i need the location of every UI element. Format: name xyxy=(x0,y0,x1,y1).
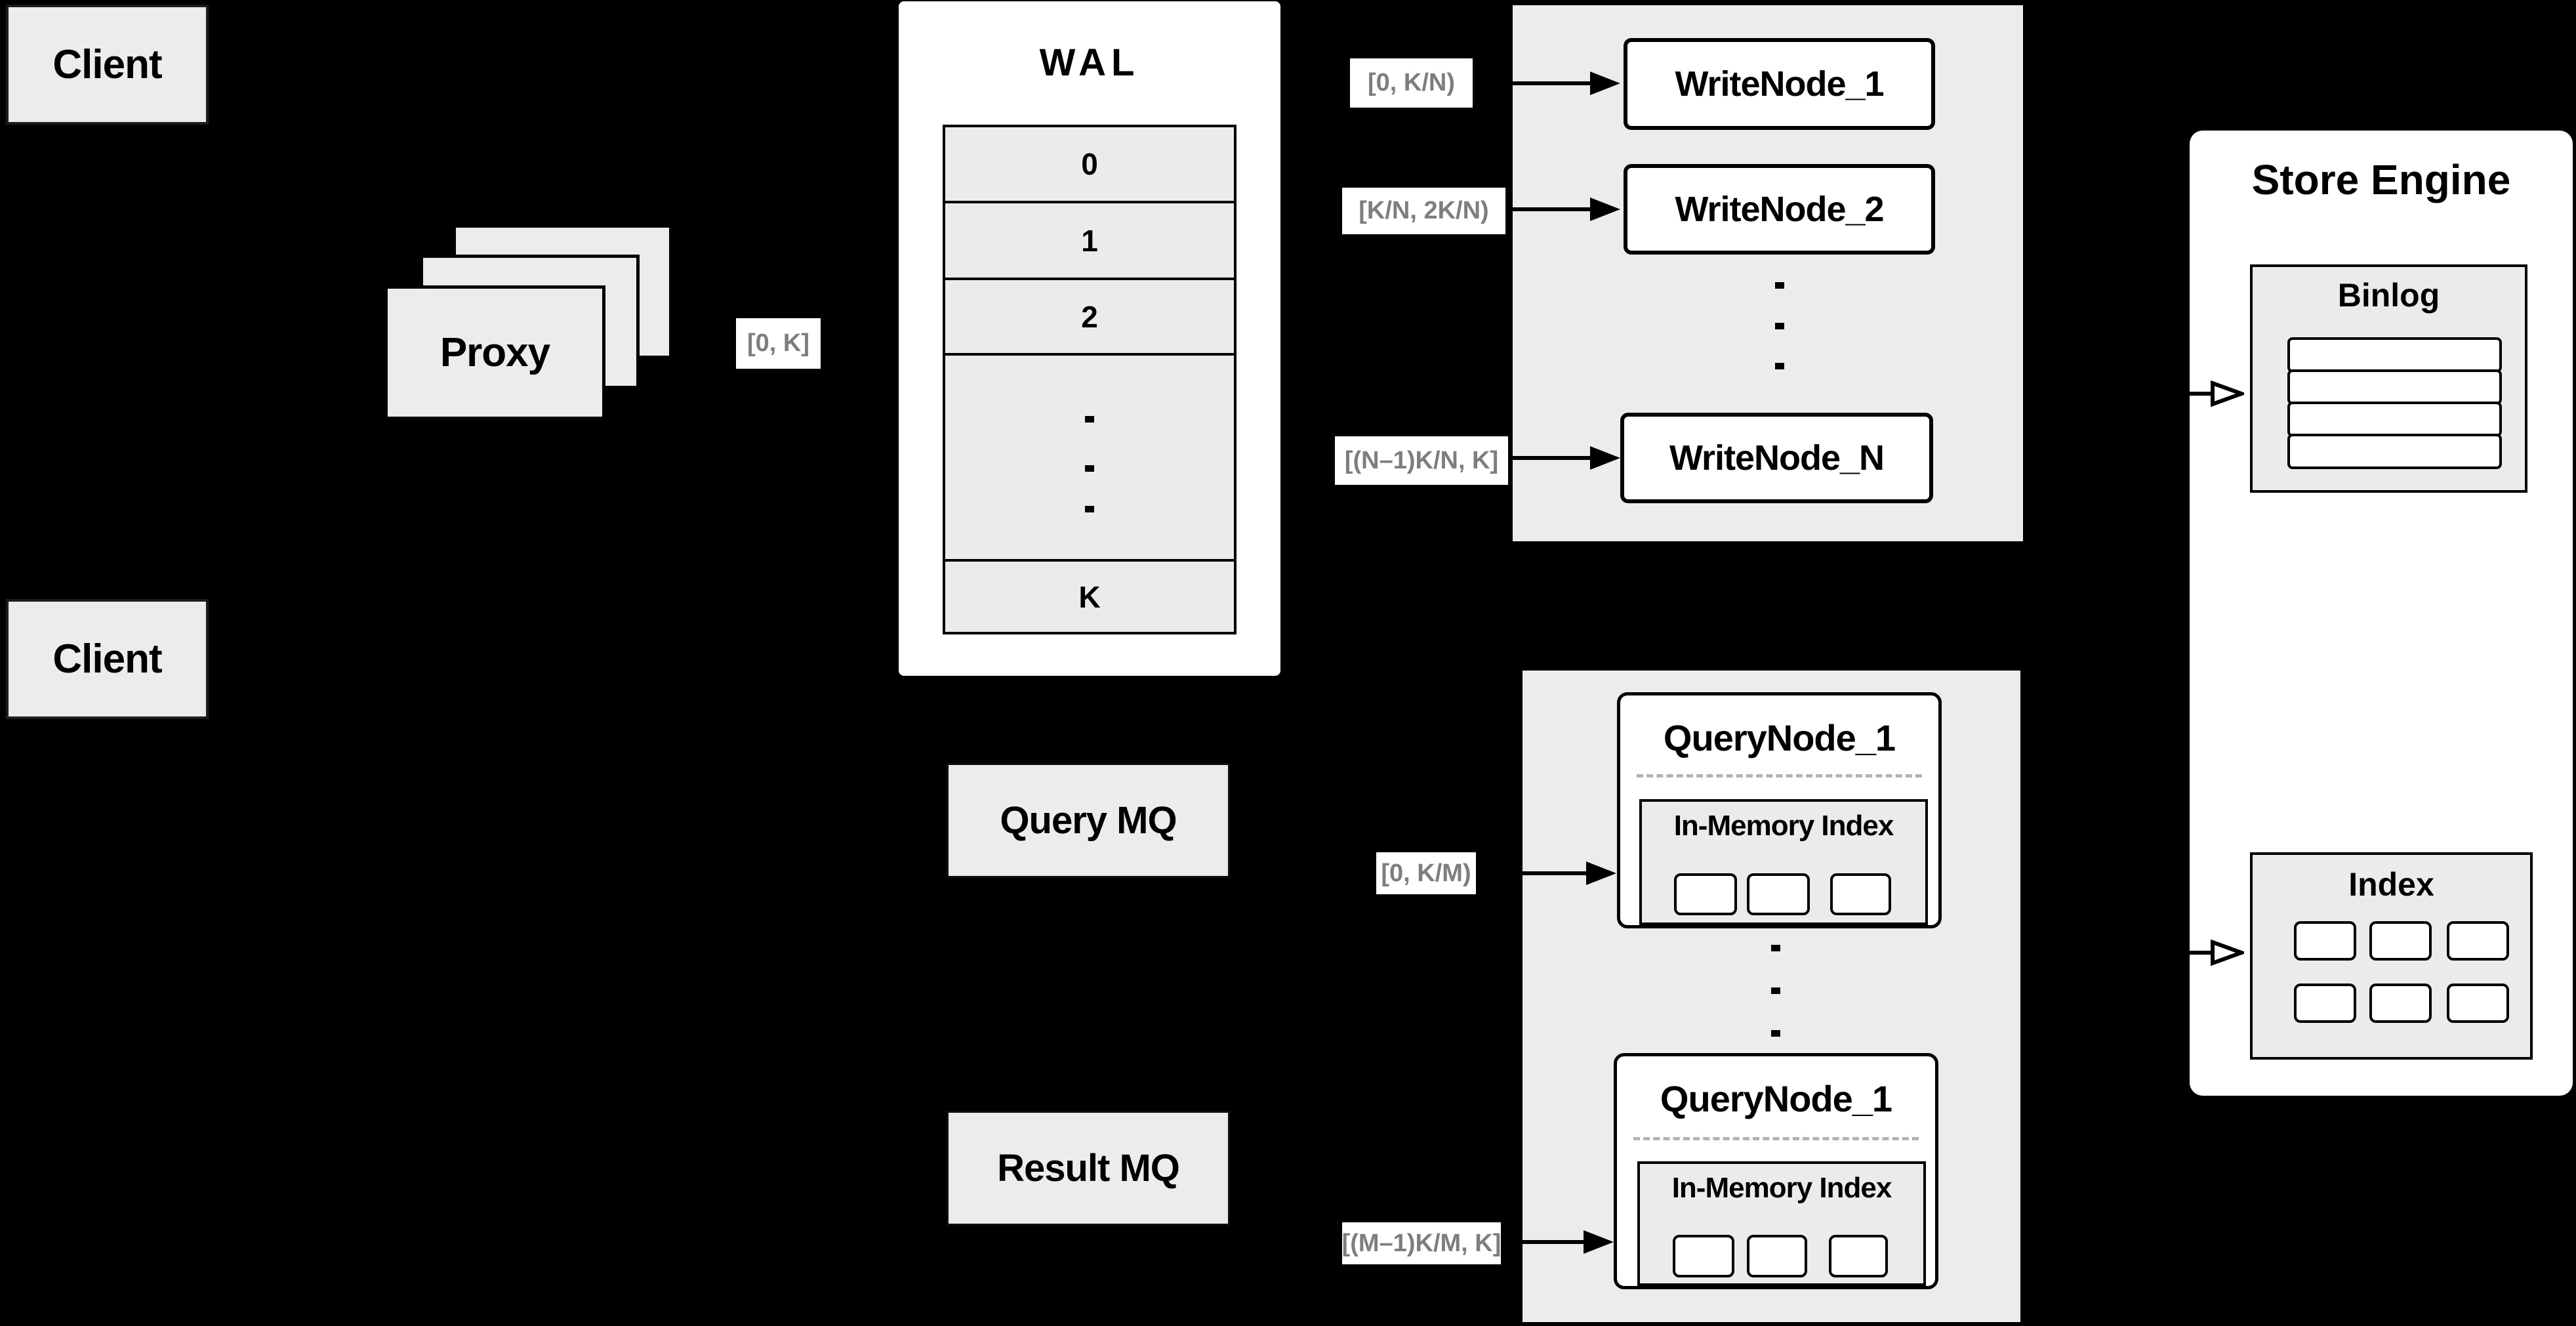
binlog-box: Binlog xyxy=(2250,264,2527,493)
index-cell xyxy=(2294,921,2356,961)
range-label-query-node-m-text: [(M–1)K/M, K] xyxy=(1341,1229,1502,1257)
proxy-label: Proxy xyxy=(440,330,550,375)
range-label-write-node-2-text: [K/N, 2K/N) xyxy=(1359,197,1489,224)
query-node-ellipsis-dot xyxy=(1771,945,1780,951)
client-bottom-box: Client xyxy=(6,599,209,719)
query-node-top-title: QueryNode_1 xyxy=(1663,717,1896,758)
range-label-write-node-2: [K/N, 2K/N) xyxy=(1342,188,1505,234)
query-node-bottom-divider xyxy=(1633,1137,1919,1140)
wal-row-1: 1 xyxy=(945,201,1234,278)
memory-segment-cell xyxy=(1829,1235,1888,1277)
query-mq-box: Query MQ xyxy=(947,763,1230,878)
write-node-2-box: WriteNode_2 xyxy=(1624,164,1935,255)
wal-row-2-label: 2 xyxy=(1081,299,1098,334)
result-mq-label: Result MQ xyxy=(997,1147,1180,1190)
range-label-proxy-out-text: [0, K] xyxy=(747,329,809,357)
client-top-label: Client xyxy=(52,42,162,87)
range-label-write-node-1-text: [0, K/N) xyxy=(1368,69,1455,96)
range-label-query-node-1: [0, K/M) xyxy=(1376,852,1476,894)
wal-row-0: 0 xyxy=(945,127,1234,201)
write-node-n-label: WriteNode_N xyxy=(1669,438,1885,478)
memory-segment-cell xyxy=(1674,873,1737,915)
client-bottom-label: Client xyxy=(52,636,162,682)
binlog-row xyxy=(2287,337,2502,373)
wal-row-k-label: K xyxy=(1078,579,1101,614)
index-cell xyxy=(2447,984,2509,1023)
store-engine-title: Store Engine xyxy=(2251,156,2511,203)
wal-row-1-label: 1 xyxy=(1081,223,1098,258)
wal-row-ellipsis xyxy=(945,353,1234,559)
wal-segment-table: 0 1 2 K xyxy=(943,125,1237,634)
arrow-to-write-node-n xyxy=(1508,446,1620,470)
write-node-2-label: WriteNode_2 xyxy=(1675,190,1884,229)
write-node-ellipsis-dot xyxy=(1775,363,1784,369)
query-node-bottom-title: QueryNode_1 xyxy=(1660,1078,1892,1119)
wal-title: WAL xyxy=(1039,41,1140,84)
index-cell xyxy=(2369,921,2432,961)
query-node-top-inmemory-box: In-Memory Index xyxy=(1639,799,1928,925)
query-node-bottom-box: QueryNode_1 In-Memory Index xyxy=(1614,1053,1938,1289)
wal-ellipsis-dot xyxy=(1085,416,1094,423)
range-label-proxy-out: [0, K] xyxy=(736,318,821,369)
index-cell xyxy=(2369,984,2432,1023)
wal-ellipsis-dot xyxy=(1085,465,1094,472)
query-node-top-box: QueryNode_1 In-Memory Index xyxy=(1617,692,1942,928)
query-node-top-inmemory-title: In-Memory Index xyxy=(1673,810,1894,842)
memory-segment-cell xyxy=(1747,1235,1807,1277)
proxy-box: Proxy xyxy=(384,285,605,420)
write-node-n-box: WriteNode_N xyxy=(1620,413,1933,503)
query-node-bottom-inmemory-title: In-Memory Index xyxy=(1671,1172,1892,1204)
query-mq-label: Query MQ xyxy=(1000,799,1177,842)
query-node-ellipsis-dot xyxy=(1771,987,1780,994)
range-label-write-node-n-text: [(N–1)K/N, K] xyxy=(1344,446,1499,474)
index-cell xyxy=(2294,984,2356,1023)
arrow-to-write-node-1 xyxy=(1476,72,1620,95)
write-node-ellipsis-dot xyxy=(1775,323,1784,329)
arrow-to-index xyxy=(2135,940,2244,966)
write-node-ellipsis-dot xyxy=(1775,282,1784,289)
memory-segment-cell xyxy=(1673,1235,1734,1277)
result-mq-box: Result MQ xyxy=(947,1111,1230,1226)
wal-row-k: K xyxy=(945,559,1234,632)
binlog-title: Binlog xyxy=(2337,277,2440,314)
write-node-1-label: WriteNode_1 xyxy=(1675,64,1884,104)
binlog-row xyxy=(2287,369,2502,405)
binlog-row xyxy=(2287,402,2502,437)
index-title: Index xyxy=(2348,866,2434,903)
wal-row-0-label: 0 xyxy=(1081,147,1098,181)
range-label-write-node-n: [(N–1)K/N, K] xyxy=(1335,436,1508,485)
range-label-write-node-1: [0, K/N) xyxy=(1350,58,1473,108)
binlog-row xyxy=(2287,434,2502,469)
arrow-to-binlog xyxy=(2135,381,2244,407)
query-node-top-divider xyxy=(1637,774,1922,777)
query-node-ellipsis-dot xyxy=(1771,1030,1780,1037)
index-box: Index xyxy=(2250,852,2533,1060)
client-top-box: Client xyxy=(6,5,209,125)
store-engine-box: Store Engine Binlog Index xyxy=(2190,131,2573,1096)
range-label-query-node-m: [(M–1)K/M, K] xyxy=(1342,1222,1501,1264)
wal-row-2: 2 xyxy=(945,278,1234,353)
index-cell xyxy=(2447,921,2509,961)
wal-ellipsis-dot xyxy=(1085,506,1094,512)
arrow-to-query-node-bottom xyxy=(1501,1230,1614,1254)
range-label-query-node-1-text: [0, K/M) xyxy=(1381,859,1471,887)
query-node-bottom-inmemory-box: In-Memory Index xyxy=(1637,1161,1926,1286)
arrow-to-write-node-2 xyxy=(1505,197,1620,221)
write-node-1-box: WriteNode_1 xyxy=(1624,38,1935,130)
memory-segment-cell xyxy=(1830,873,1891,915)
memory-segment-cell xyxy=(1747,873,1810,915)
arrow-to-query-node-top xyxy=(1476,861,1616,885)
